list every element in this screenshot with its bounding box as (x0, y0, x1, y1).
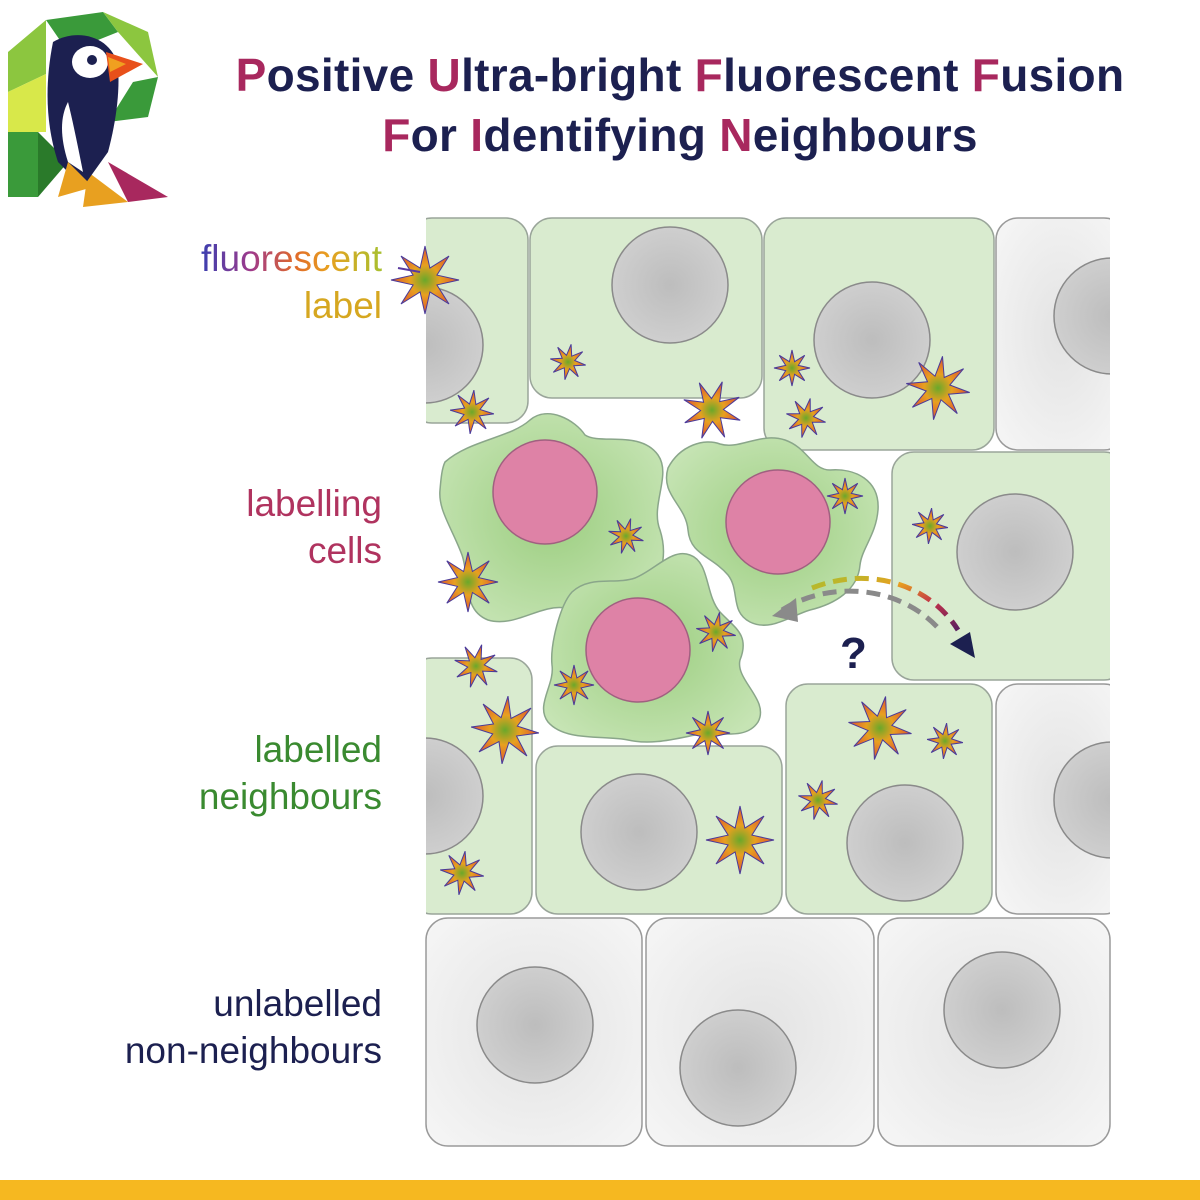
labelling-nucleus (585, 597, 691, 703)
title-word: or (410, 109, 471, 161)
fluorescent-star-icon (553, 664, 595, 706)
label-text: labelling (246, 483, 382, 524)
label-text: label (303, 285, 382, 326)
title-initial: F (382, 109, 411, 161)
fluorescent-star-icon (550, 344, 586, 380)
title-line-2: For Identifying Neighbours (175, 108, 1185, 162)
label-text: neighbours (198, 776, 382, 817)
fluorescent-labels (390, 245, 970, 895)
fluorescent-star-icon (926, 722, 964, 760)
fluorescent-star-icon (685, 710, 731, 756)
label-unlabelled-non-neighbours: unlabelled non-neighbours (125, 980, 382, 1074)
nucleus (476, 966, 594, 1084)
label-fluorescent-label: fluorescent label (201, 235, 382, 329)
title-initial: I (470, 109, 484, 161)
fluorescent-star-icon (705, 805, 775, 875)
nucleus (846, 784, 964, 902)
title-word: luorescent (723, 49, 972, 101)
nucleus (813, 281, 931, 399)
title-word: eighbours (752, 109, 978, 161)
fluorescent-star-icon (454, 644, 498, 688)
legend-connector-line (397, 267, 421, 273)
title-initial: P (235, 49, 267, 101)
label-labelling-cells: labelling cells (246, 480, 382, 574)
title-initial: U (427, 49, 462, 101)
title-line-1: Positive Ultra-bright Fluorescent Fusion (175, 48, 1185, 102)
fluorescent-star-icon (906, 356, 970, 420)
nucleus (956, 493, 1074, 611)
fluorescent-star-icon (798, 780, 838, 820)
label-labelled-neighbours: labelled neighbours (199, 726, 382, 820)
labelling-nucleus (725, 469, 831, 575)
fluorescent-star-icon (390, 245, 460, 315)
labelling-nucleus (492, 439, 598, 545)
fluorescent-star-icon (848, 696, 912, 760)
bidirectional-dashed-arrow-icon (772, 575, 975, 658)
fluorescent-star-icon (440, 851, 484, 895)
title-word: dentifying (483, 109, 720, 161)
fluorescent-star-icon (826, 477, 864, 515)
title-word: usion (1000, 49, 1125, 101)
label-text: labelled (254, 729, 382, 770)
nucleus (679, 1009, 797, 1127)
label-text: non-neighbours (124, 1030, 382, 1071)
nucleus (611, 226, 729, 344)
bottom-accent-bar (0, 1180, 1200, 1200)
fluorescent-star-icon (911, 507, 949, 545)
fluorescent-star-icon (773, 349, 811, 387)
question-mark: ? (840, 629, 867, 678)
label-text: unlabelled (213, 983, 382, 1024)
title-initial: F (694, 49, 724, 101)
fluorescent-star-icon (696, 612, 736, 652)
nucleus (580, 773, 698, 891)
title-initial: F (971, 49, 1001, 101)
label-text: fluorescent (201, 235, 382, 282)
fluorescent-star-icon (786, 398, 826, 438)
title-word: ltra-bright (461, 49, 695, 101)
fluorescent-star-icon (470, 695, 540, 765)
fluorescent-star-icon (449, 389, 495, 435)
label-text: cells (307, 530, 382, 571)
fluorescent-star-icon (437, 551, 499, 613)
fluorescent-star-icon (683, 381, 741, 439)
fluorescent-star-icon (608, 518, 644, 554)
title-word: ositive (266, 49, 428, 101)
nucleus (943, 951, 1061, 1069)
puffin-logo-icon (8, 12, 168, 207)
title-initial: N (719, 109, 753, 161)
